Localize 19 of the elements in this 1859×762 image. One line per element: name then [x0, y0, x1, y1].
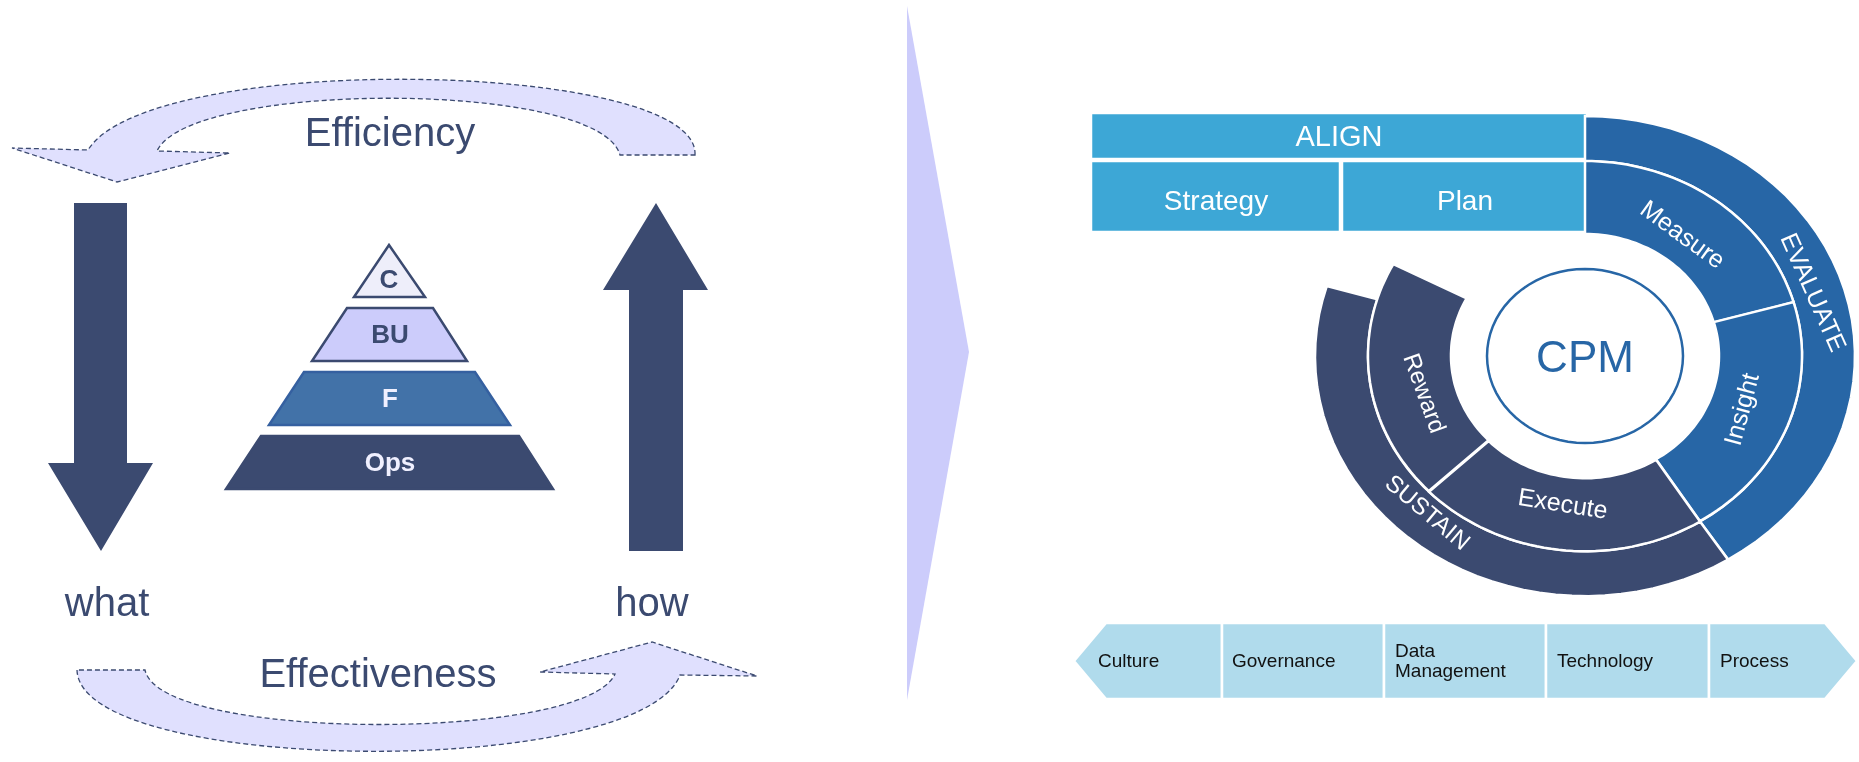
segment-label: Strategy: [1163, 186, 1269, 216]
segment-label: ALIGN: [1295, 120, 1383, 152]
segment-label: Insight: [1718, 370, 1764, 448]
segment-label: Governance: [1232, 651, 1336, 671]
segment-label: Ops: [364, 449, 416, 477]
segment-label: C: [379, 266, 399, 294]
segment-label: Execute: [1516, 482, 1610, 523]
segment-label: Process: [1720, 651, 1789, 671]
segment-label: Data Management: [1395, 641, 1507, 681]
segment-label: Technology: [1557, 651, 1654, 671]
segment-label: F: [382, 385, 398, 413]
segment-label: Culture: [1098, 651, 1160, 671]
arrow-label: Effectiveness: [259, 652, 497, 694]
segment-label: Plan: [1437, 186, 1493, 216]
arrow-label: Efficiency: [304, 111, 476, 153]
arrow-label: what: [64, 581, 150, 623]
segment-label: CPM: [1536, 333, 1634, 381]
segment-label: BU: [371, 321, 409, 349]
arrow-label: how: [615, 581, 689, 623]
